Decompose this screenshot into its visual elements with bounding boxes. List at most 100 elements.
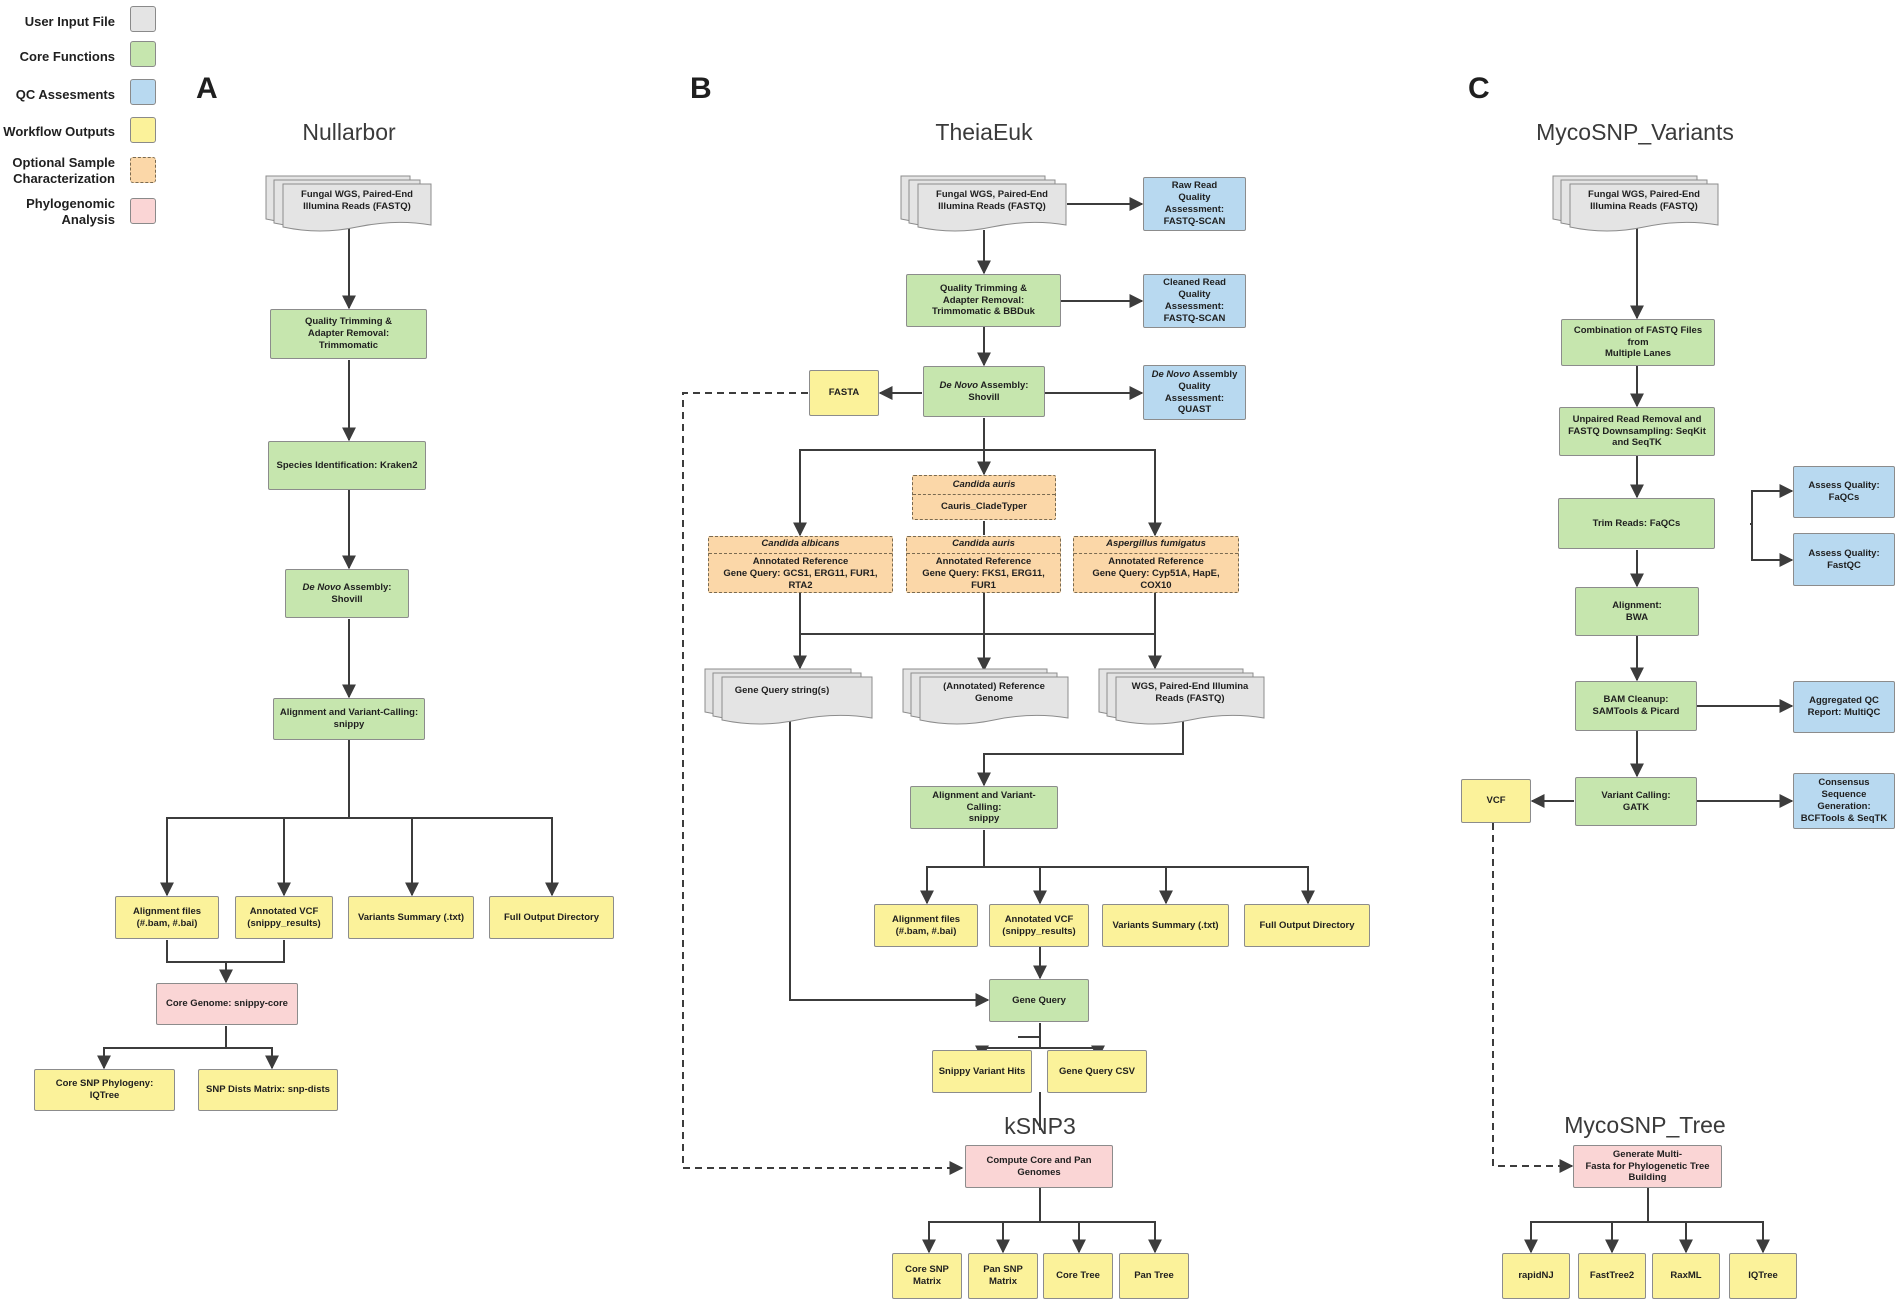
nullarbor-core-genome: Core Genome: snippy-core <box>156 983 298 1025</box>
theiaeuk-quast: De Novo Assembly Quality Assessment: QUA… <box>1143 365 1246 420</box>
nullarbor-title: Nullarbor <box>302 119 396 145</box>
nullarbor-alignment-files: Alignment files (#.bam, #.bai) <box>115 896 219 939</box>
mycosnp-input-document: Fungal WGS, Paired-End Illumina Reads (F… <box>1552 175 1720 233</box>
panel-b-letter: B <box>690 72 712 105</box>
theiaeuk-aspergillus-fumigatus: Aspergillus fumigatus Annotated Referenc… <box>1073 536 1239 593</box>
theiaeuk-alignment-files: Alignment files (#.bam, #.bai) <box>874 904 978 947</box>
theiaeuk-assembly-label: Assembly: Shovill <box>968 379 1029 403</box>
legend-swatch-phylo <box>130 198 156 224</box>
aspergillus-organism: Aspergillus fumigatus <box>1074 535 1238 555</box>
theiaeuk-gene-query-csv: Gene Query CSV <box>1047 1050 1147 1093</box>
nullarbor-annotated-vcf: Annotated VCF (snippy_results) <box>235 896 333 939</box>
theiaeuk-quast-italic: De Novo <box>1151 368 1191 380</box>
wgs-reads-document-label: WGS, Paired-End Illumina Reads (FASTQ) <box>1131 681 1249 704</box>
theiaeuk-variants-summary: Variants Summary (.txt) <box>1102 904 1229 947</box>
panel-c-letter: C <box>1468 72 1490 105</box>
mycosnp-input-label: Fungal WGS, Paired-End Illumina Reads (F… <box>1588 189 1700 212</box>
nullarbor-assembly-italic: De Novo <box>302 581 342 593</box>
ksnp3-core-tree: Core Tree <box>1043 1253 1113 1299</box>
reference-genome-document: (Annotated) Reference Genome <box>902 668 1070 726</box>
reference-genome-document-label: (Annotated) Reference Genome <box>943 681 1045 704</box>
nullarbor-core-snp-phylogeny: Core SNP Phylogeny: IQTree <box>34 1069 175 1111</box>
mycosnp-assess-fastqc: Assess Quality: FastQC <box>1793 533 1895 586</box>
legend-label-user-input: User Input File <box>24 14 115 29</box>
theiaeuk-assembly-italic: De Novo <box>939 379 979 391</box>
theiaeuk-annotated-vcf: Annotated VCF (snippy_results) <box>989 904 1089 947</box>
theiaeuk-raw-read-qc: Raw Read Quality Assessment: FASTQ-SCAN <box>1143 177 1246 231</box>
gene-query-document-label: Gene Query string(s) <box>734 685 830 697</box>
mycosnp-generate-multifasta: Generate Multi- Fasta for Phylogenetic T… <box>1573 1145 1722 1188</box>
theiaeuk-snippy-variant-hits: Snippy Variant Hits <box>932 1050 1032 1093</box>
cauris-organism: Candida auris <box>913 476 1055 495</box>
ksnp3-title: kSNP3 <box>1004 1113 1076 1139</box>
ksnp3-core-snp-matrix: Core SNP Matrix <box>892 1253 962 1299</box>
stacked-document-icon <box>1552 175 1719 232</box>
theiaeuk-gene-query: Gene Query <box>989 979 1089 1022</box>
nullarbor-full-output: Full Output Directory <box>489 896 614 939</box>
mycosnp-trim-reads: Trim Reads: FaQCs <box>1558 498 1715 549</box>
legend-label-outputs: Workflow Outputs <box>3 124 115 139</box>
nullarbor-snp-dists: SNP Dists Matrix: snp-dists <box>198 1069 338 1111</box>
legend-swatch-optional <box>130 157 156 183</box>
mycosnp-tree-raxml: RaxML <box>1652 1253 1720 1299</box>
stacked-document-icon <box>704 668 873 725</box>
albicans-organism: Candida albicans <box>709 535 892 555</box>
nullarbor-assembly-label: Assembly: Shovill <box>331 581 392 605</box>
ksnp3-pan-snp-matrix: Pan SNP Matrix <box>968 1253 1038 1299</box>
theiaeuk-input-label: Fungal WGS, Paired-End Illumina Reads (F… <box>936 189 1048 212</box>
mycosnp-variant-calling: Variant Calling: GATK <box>1575 777 1697 826</box>
mycosnp-unpaired-removal: Unpaired Read Removal and FASTQ Downsamp… <box>1559 407 1715 456</box>
stacked-document-icon <box>900 175 1067 232</box>
mycosnp-tree-iqtree: IQTree <box>1729 1253 1797 1299</box>
theiaeuk-assembly: De Novo Assembly: Shovill <box>923 366 1045 417</box>
legend-label-phylo: Phylogenomic Analysis <box>26 196 115 227</box>
mycosnp-variants-title: MycoSNP_Variants <box>1536 119 1734 145</box>
mycosnp-vcf: VCF <box>1461 779 1531 823</box>
legend-label-optional: Optional Sample Characterization <box>12 155 115 186</box>
theiaeuk-fasta: FASTA <box>809 370 879 416</box>
mycosnp-tree-title: MycoSNP_Tree <box>1564 1112 1726 1138</box>
nullarbor-species-id: Species Identification: Kraken2 <box>268 441 426 490</box>
panel-a-letter: A <box>196 72 218 105</box>
nullarbor-variants-summary: Variants Summary (.txt) <box>348 896 474 939</box>
mycosnp-bam-cleanup: BAM Cleanup: SAMTools & Picard <box>1575 681 1697 731</box>
nullarbor-alignment: Alignment and Variant-Calling: snippy <box>273 698 425 740</box>
ksnp3-pan-tree: Pan Tree <box>1119 1253 1189 1299</box>
mycosnp-consensus: Consensus Sequence Generation: BCFTools … <box>1793 773 1895 829</box>
legend-swatch-user-input <box>130 6 156 32</box>
mycosnp-combine-fastq: Combination of FASTQ Files from Multiple… <box>1561 319 1715 366</box>
stacked-document-icon <box>265 175 432 232</box>
nullarbor-trimming: Quality Trimming & Adapter Removal: Trim… <box>270 309 427 359</box>
theiaeuk-alignment: Alignment and Variant-Calling: snippy <box>910 786 1058 829</box>
theiaeuk-full-output: Full Output Directory <box>1244 904 1370 947</box>
mycosnp-tree-fasttree2: FastTree2 <box>1578 1253 1646 1299</box>
gene-query-document: Gene Query string(s) <box>704 668 874 726</box>
nullarbor-assembly: De Novo Assembly: Shovill <box>285 569 409 618</box>
mycosnp-multiqc: Aggregated QC Report: MultiQC <box>1793 681 1895 733</box>
theiaeuk-input-document: Fungal WGS, Paired-End Illumina Reads (F… <box>900 175 1068 233</box>
theiaeuk-cleaned-read-qc: Cleaned Read Quality Assessment: FASTQ-S… <box>1143 274 1246 328</box>
auris-organism: Candida auris <box>907 535 1060 555</box>
stacked-document-icon <box>1098 668 1265 725</box>
legend-label-qc: QC Assesments <box>15 87 115 102</box>
nullarbor-input-document: Fungal WGS, Paired-End Illumina Reads (F… <box>265 175 433 233</box>
cauris-cladetyper-label: Cauris_CladeTyper <box>941 501 1027 512</box>
theiaeuk-quast-label: Assembly Quality Assessment: QUAST <box>1164 368 1238 416</box>
legend-swatch-qc <box>130 79 156 105</box>
mycosnp-alignment-bwa: Alignment: BWA <box>1575 587 1699 636</box>
aspergillus-gene-query: Annotated Reference Gene Query: Cyp51A, … <box>1092 556 1220 591</box>
mycosnp-tree-rapidnj: rapidNJ <box>1502 1253 1570 1299</box>
theiaeuk-candida-albicans: Candida albicans Annotated Reference Gen… <box>708 536 893 593</box>
nullarbor-input-label: Fungal WGS, Paired-End Illumina Reads (F… <box>301 189 413 212</box>
theiaeuk-title: TheiaEuk <box>935 119 1033 145</box>
ksnp3-compute-core-pan: Compute Core and Pan Genomes <box>965 1145 1113 1188</box>
legend-swatch-outputs <box>130 117 156 143</box>
stacked-document-icon <box>902 668 1069 725</box>
theiaeuk-trimming: Quality Trimming & Adapter Removal: Trim… <box>906 274 1061 327</box>
theiaeuk-candida-auris: Candida auris Annotated Reference Gene Q… <box>906 536 1061 593</box>
wgs-reads-document: WGS, Paired-End Illumina Reads (FASTQ) <box>1098 668 1266 726</box>
theiaeuk-cauris-cladetyper: Candida auris Cauris_CladeTyper <box>912 475 1056 520</box>
mycosnp-assess-faqcs: Assess Quality: FaQCs <box>1793 466 1895 518</box>
auris-gene-query: Annotated Reference Gene Query: FKS1, ER… <box>922 556 1045 591</box>
legend-swatch-core <box>130 41 156 67</box>
